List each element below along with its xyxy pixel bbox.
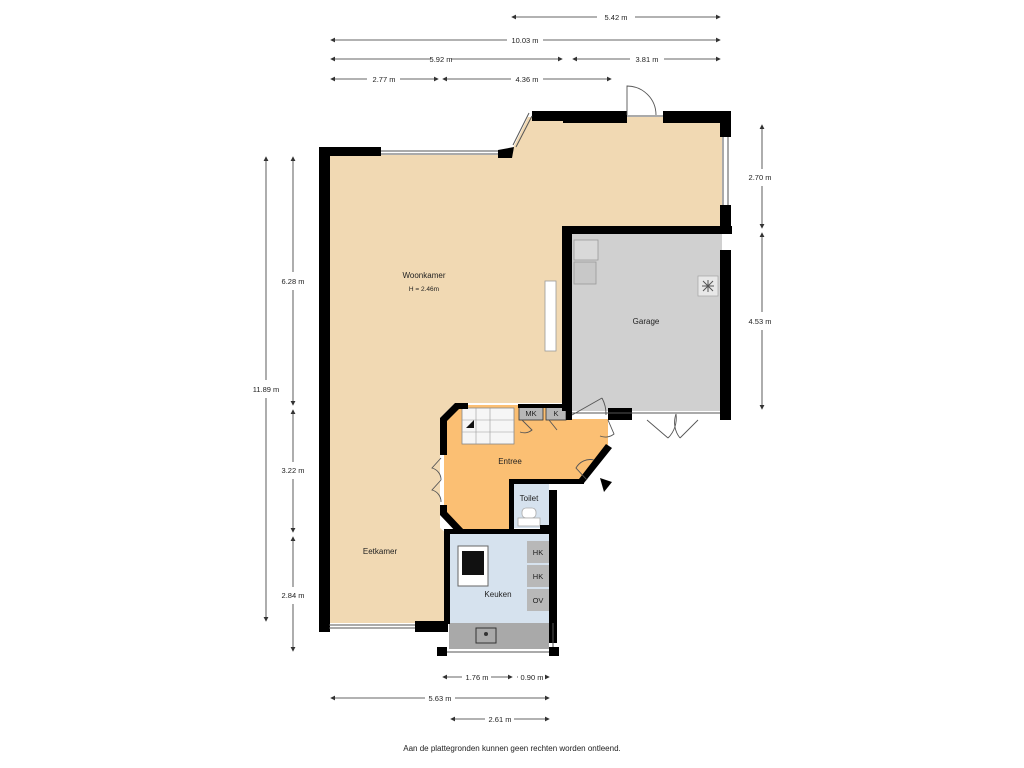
toilet-tank bbox=[517, 517, 541, 527]
kitchen-sink bbox=[475, 627, 497, 644]
kitchen-counter bbox=[449, 623, 549, 649]
toilet-bowl bbox=[521, 507, 537, 519]
dim-10-03: 10.03 m bbox=[511, 36, 538, 45]
disclaimer-text: Aan de plattegronden kunnen geen rechten… bbox=[403, 744, 621, 753]
dim-5-63: 5.63 m bbox=[429, 694, 452, 703]
room-label-entree: Entree bbox=[498, 457, 522, 466]
appliance-hk-2: HK bbox=[533, 572, 543, 581]
dim-3-22: 3.22 m bbox=[282, 466, 305, 475]
dim-2-70: 2.70 m bbox=[749, 173, 772, 182]
doors bbox=[431, 85, 699, 503]
appliance-column: HK HK OV bbox=[527, 541, 549, 611]
windows bbox=[329, 112, 729, 653]
dimension-lines bbox=[263, 14, 765, 722]
wall-cabinet bbox=[544, 280, 557, 352]
dim-4-53: 4.53 m bbox=[749, 317, 772, 326]
room-height-woonkamer: H = 2.46m bbox=[409, 286, 439, 293]
toilet-floor bbox=[513, 483, 549, 528]
woonkamer-floor bbox=[329, 117, 722, 623]
mk-label: MK bbox=[525, 409, 536, 418]
room-label-keuken: Keuken bbox=[484, 590, 511, 599]
room-label-woonkamer: Woonkamer bbox=[403, 271, 446, 280]
room-label-garage: Garage bbox=[633, 317, 660, 326]
garage-floor bbox=[572, 232, 722, 411]
dim-0-90: 0.90 m bbox=[521, 673, 544, 682]
dim-4-36: 4.36 m bbox=[516, 75, 539, 84]
staircase bbox=[461, 407, 515, 445]
dim-2-84: 2.84 m bbox=[282, 591, 305, 600]
room-label-toilet: Toilet bbox=[520, 494, 539, 503]
dim-2-77: 2.77 m bbox=[373, 75, 396, 84]
appliance-hk-1: HK bbox=[533, 548, 543, 557]
stove-top bbox=[462, 551, 484, 575]
sink-drain-icon bbox=[484, 632, 488, 636]
garage-sink bbox=[573, 239, 599, 261]
k-label: K bbox=[553, 409, 558, 418]
garage-boiler bbox=[573, 261, 597, 285]
walls bbox=[319, 111, 732, 656]
dim-2-61: 2.61 m bbox=[489, 715, 512, 724]
room-label-eetkamer: Eetkamer bbox=[363, 547, 398, 556]
dimension-labels: 5.42 m 10.03 m 5.92 m 3.81 m 2.77 m 4.36… bbox=[253, 13, 772, 724]
dim-5-92: 5.92 m bbox=[430, 55, 453, 64]
dim-5-42: 5.42 m bbox=[605, 13, 628, 22]
dim-11-89: 11.89 m bbox=[253, 385, 280, 394]
entrance-arrow-icon bbox=[600, 478, 612, 492]
dim-6-28: 6.28 m bbox=[282, 277, 305, 286]
dim-3-81: 3.81 m bbox=[636, 55, 659, 64]
dim-1-76: 1.76 m bbox=[466, 673, 489, 682]
appliance-ov: OV bbox=[533, 596, 544, 605]
